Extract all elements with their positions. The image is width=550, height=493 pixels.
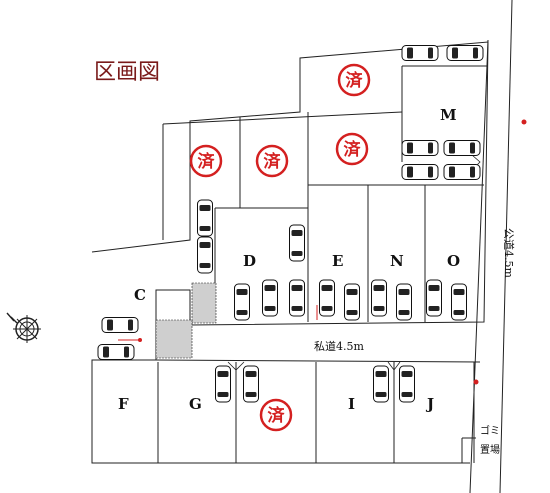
car-icon: [401, 45, 439, 61]
compass-icon: [6, 312, 41, 343]
car-icon: [197, 199, 213, 237]
car-icon: [344, 283, 360, 321]
svg-text:済: 済: [346, 70, 364, 91]
pin-icon: [521, 119, 527, 125]
car-icon: [289, 224, 305, 262]
car-icon: [451, 283, 467, 321]
svg-text:済: 済: [198, 151, 216, 172]
garbage-label-1: ゴミ: [480, 424, 500, 437]
lower-lot-lines: [157, 362, 476, 463]
lot-label-c: C: [134, 286, 146, 304]
car-icon: [234, 283, 250, 321]
lot-label-i: I: [348, 395, 355, 413]
boundary-markers: [227, 154, 481, 371]
lot-label-j: J: [425, 395, 434, 413]
sold-stamps: 済 済 済 済 済: [189, 63, 371, 432]
car-icon: [426, 279, 442, 317]
lot-label-m: M: [440, 106, 457, 124]
car-icon: [215, 365, 231, 403]
survey-pins: [118, 119, 527, 385]
car-icon: [446, 45, 484, 61]
car-icon: [101, 317, 139, 333]
public-road-label: 公道4.5m: [502, 228, 516, 278]
upper-lot-lines: [162, 65, 487, 322]
garbage-area: ゴミ 置場: [480, 424, 500, 456]
sold-stamp: 済: [259, 398, 293, 432]
plan-title: 区画図: [94, 60, 160, 85]
public-road: 公道4.5m: [469, 0, 516, 493]
svg-text:済: 済: [344, 139, 362, 160]
car-icon: [197, 236, 213, 274]
car-icon: [401, 164, 439, 180]
car-icon: [262, 279, 278, 317]
car-icon: [443, 164, 481, 180]
car-icon: [399, 365, 415, 403]
lot-label-d: D: [243, 252, 256, 270]
private-road: 私道4.5m: [155, 339, 481, 363]
car-icon: [319, 279, 335, 317]
sold-stamp: 済: [255, 144, 289, 178]
sold-stamp: 済: [189, 144, 223, 178]
lot-label-g: G: [189, 395, 202, 413]
car-icon: [371, 279, 387, 317]
lot-label-e: E: [332, 252, 343, 270]
lot-label-n: N: [390, 252, 404, 270]
lot-labels: C D E N O M F G I J: [118, 106, 460, 413]
open-space: [155, 282, 217, 359]
car-icon: [243, 365, 259, 403]
garbage-label-2: 置場: [480, 443, 500, 456]
car-icon: [396, 283, 412, 321]
svg-text:済: 済: [264, 151, 282, 172]
parking-cars: [97, 45, 484, 403]
sold-stamp: 済: [337, 63, 371, 97]
private-road-label: 私道4.5m: [314, 339, 364, 353]
svg-text:済: 済: [268, 405, 286, 426]
pin-icon: [473, 379, 479, 385]
lot-label-o: O: [447, 252, 460, 270]
car-icon: [373, 365, 389, 403]
car-icon: [97, 344, 135, 360]
lot-label-f: F: [118, 395, 129, 413]
car-icon: [443, 140, 481, 156]
car-icon: [289, 279, 305, 317]
sold-stamp: 済: [335, 132, 369, 166]
car-icon: [401, 140, 439, 156]
